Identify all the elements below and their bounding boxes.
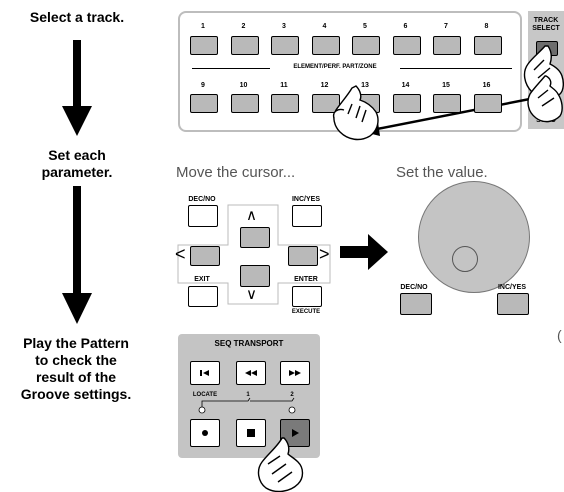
step-select-track: Select a track. bbox=[29, 9, 125, 25]
stop-icon bbox=[247, 429, 255, 437]
track-number-label: 9 bbox=[201, 82, 205, 89]
cursor-down-button[interactable] bbox=[240, 265, 270, 287]
locate-label: LOCATE bbox=[192, 392, 218, 398]
cursor-up-button[interactable] bbox=[240, 227, 270, 248]
track-button[interactable] bbox=[190, 36, 218, 55]
track-number-label: 14 bbox=[401, 82, 410, 89]
track-number-label: 15 bbox=[442, 82, 450, 89]
track-button[interactable] bbox=[311, 36, 340, 55]
record-icon bbox=[202, 430, 208, 436]
pointing-hand-icon bbox=[527, 75, 563, 123]
track-number-label: 8 bbox=[484, 23, 489, 30]
edge-mark: ( bbox=[557, 327, 562, 343]
track-button[interactable] bbox=[271, 94, 299, 113]
dec-no-label: DEC/NO bbox=[188, 196, 216, 203]
divider-label: ELEMENT/PERF. PART/ZONE bbox=[270, 64, 400, 70]
step-set-parameter: Set each parameter. bbox=[6, 147, 148, 181]
track-number-label: 4 bbox=[322, 23, 327, 30]
enter-button[interactable] bbox=[292, 286, 322, 307]
step-set-line2: parameter. bbox=[41, 164, 113, 180]
track-button[interactable] bbox=[271, 36, 299, 55]
track-button[interactable] bbox=[473, 94, 502, 113]
track-number-label: 5 bbox=[363, 23, 367, 30]
left-arrow-icon: < bbox=[175, 244, 186, 264]
rewind-icon bbox=[245, 370, 257, 376]
cursor-caption: Move the cursor... bbox=[176, 164, 296, 181]
dec-no-button[interactable] bbox=[188, 205, 218, 227]
track-button[interactable] bbox=[392, 36, 421, 55]
track-select-label: TRACK SELECT bbox=[528, 17, 564, 33]
track-button[interactable] bbox=[311, 94, 340, 113]
track-button[interactable] bbox=[473, 36, 502, 55]
rewind-button[interactable] bbox=[236, 361, 266, 385]
dial-grip bbox=[452, 246, 478, 272]
locate-1-label: 1 bbox=[246, 392, 250, 398]
exit-label: EXIT bbox=[194, 276, 210, 283]
inc-yes-button[interactable] bbox=[292, 205, 322, 227]
track-button[interactable] bbox=[433, 94, 461, 113]
right-big-arrow-icon bbox=[340, 234, 388, 270]
track-select-line2: SELECT bbox=[532, 25, 560, 32]
value-inc-yes-label: INC/YES bbox=[497, 284, 526, 291]
down-arrow-1-icon bbox=[62, 40, 92, 136]
track-number-label: 11 bbox=[280, 82, 288, 89]
enter-label: ENTER bbox=[294, 276, 318, 283]
track-select-line1: TRACK bbox=[533, 17, 559, 24]
track-number-label: 12 bbox=[320, 82, 329, 89]
down-arrow-2-icon bbox=[62, 186, 92, 324]
track-number-label: 10 bbox=[239, 82, 248, 89]
step-set-line1: Set each bbox=[48, 147, 106, 163]
exit-button[interactable] bbox=[188, 286, 218, 307]
pointing-hand-icon bbox=[332, 85, 379, 141]
record-button[interactable] bbox=[190, 419, 220, 447]
track-button[interactable] bbox=[433, 36, 461, 55]
track-number-label: 2 bbox=[241, 23, 246, 30]
value-inc-yes-button[interactable] bbox=[497, 293, 529, 315]
track-number-label: 1 bbox=[201, 23, 205, 30]
track-button[interactable] bbox=[230, 36, 259, 55]
value-dec-no-button[interactable] bbox=[400, 293, 432, 315]
track-button[interactable] bbox=[230, 94, 259, 113]
forward-button[interactable] bbox=[280, 361, 310, 385]
track-number-label: 3 bbox=[282, 23, 286, 30]
cursor-left-button[interactable] bbox=[190, 246, 220, 266]
transport-title: SEQ TRANSPORT bbox=[214, 339, 284, 348]
locate-2-label: 2 bbox=[290, 392, 294, 398]
pointing-hand-icon bbox=[523, 45, 564, 99]
stop-button[interactable] bbox=[236, 419, 266, 447]
track-number-label: 13 bbox=[361, 82, 369, 89]
value-caption: Set the value. bbox=[396, 164, 488, 181]
down-arrow-icon: ∨ bbox=[246, 286, 257, 303]
track-number-label: 7 bbox=[444, 23, 448, 30]
track-button[interactable] bbox=[392, 94, 421, 113]
right-arrow-icon: > bbox=[319, 244, 330, 264]
play-icon bbox=[292, 429, 299, 437]
fast-forward-icon bbox=[289, 370, 301, 376]
step-play-line4: Groove settings. bbox=[20, 386, 132, 402]
up-arrow-icon: ∧ bbox=[246, 207, 257, 224]
step-play-line2: to check the bbox=[35, 352, 117, 368]
track-button[interactable] bbox=[190, 94, 218, 113]
track-button[interactable] bbox=[352, 36, 380, 55]
pointing-hand-icon bbox=[257, 437, 304, 492]
track-number-label: 16 bbox=[482, 82, 491, 89]
cursor-right-button[interactable] bbox=[288, 246, 318, 266]
top-button[interactable] bbox=[190, 361, 220, 385]
track-number-label: 6 bbox=[403, 23, 408, 30]
to-top-icon bbox=[200, 370, 209, 376]
data-dial[interactable] bbox=[418, 181, 530, 293]
value-dec-no-label: DEC/NO bbox=[400, 284, 428, 291]
execute-label: EXECUTE bbox=[291, 309, 321, 315]
step-play-pattern: Play the Pattern to check the result of … bbox=[0, 335, 152, 403]
step-play-line1: Play the Pattern bbox=[23, 335, 129, 351]
step-play-line3: result of the bbox=[35, 369, 117, 385]
inc-yes-label: INC/YES bbox=[291, 196, 320, 203]
